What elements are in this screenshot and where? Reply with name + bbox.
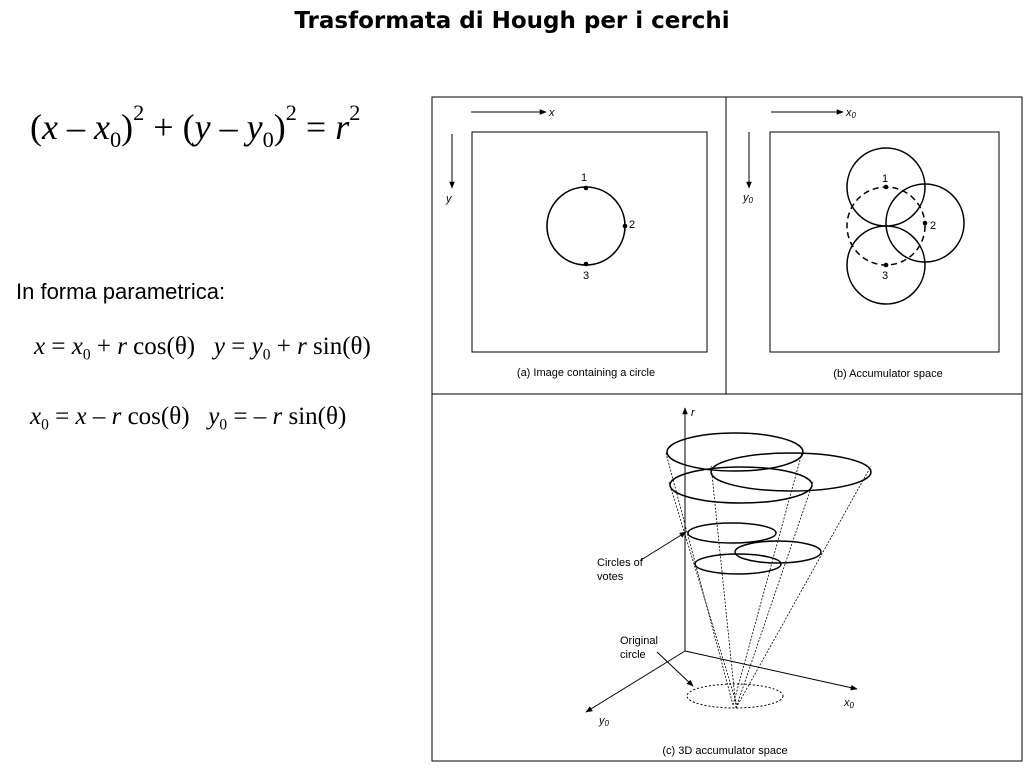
panel-b-x-label: x0	[845, 107, 857, 120]
panel-c: r x0 y0 Circles of votes Original circle	[585, 407, 872, 757]
panel-c-y0-axis	[585, 650, 686, 713]
panel-a-point-1	[583, 185, 589, 191]
panel-c-votes-pointer	[640, 531, 687, 561]
panel-a-caption: (a) Image containing a circle	[517, 367, 655, 379]
parametric-label: In forma parametrica:	[16, 279, 226, 304]
circle-equation: (x – x0)2 + (y – y0)2 = r2	[30, 100, 361, 152]
parametric-equation-1: x = x0 + r cos(θ) y = y0 + r sin(θ)	[34, 333, 371, 364]
panel-a-point-3	[583, 261, 589, 267]
panel-c-vote-circle-2	[734, 540, 822, 564]
panel-c-cone-top-1	[666, 432, 804, 472]
panel-b-point-label-1: 1	[882, 173, 888, 185]
panel-b-caption: (b) Accumulator space	[833, 368, 942, 380]
panel-b-vote-circle-3	[846, 225, 926, 305]
hough-figure: x y 1 2 3 (a) Image containing a circle …	[431, 96, 1023, 762]
panel-b: x0 y0 1 2 3 (b) Accumulator space	[742, 107, 1000, 380]
panel-c-x0-axis	[684, 650, 858, 691]
panel-a: x y 1 2 3 (a) Image containing a circle	[445, 107, 708, 379]
panel-c-original-circle	[686, 683, 784, 709]
panel-c-original-label-1: Original	[620, 635, 658, 647]
panel-b-point-label-2: 2	[930, 220, 936, 232]
figure-frame	[431, 96, 1023, 762]
panel-b-y-label: y0	[742, 192, 754, 205]
page-title: Trasformata di Hough per i cerchi	[294, 8, 730, 34]
panel-a-point-label-3: 3	[583, 270, 589, 282]
panel-b-point-2	[922, 220, 928, 226]
panel-a-point-label-2: 2	[629, 219, 635, 231]
panel-c-votes-label-2: votes	[597, 571, 624, 583]
panel-c-x0-label: x0	[843, 697, 855, 710]
panel-c-votes-label-1: Circles of	[597, 557, 644, 569]
panel-c-caption: (c) 3D accumulator space	[662, 745, 787, 757]
panel-b-point-3	[883, 262, 889, 268]
panel-b-point-1	[883, 184, 889, 190]
panel-a-x-label: x	[548, 107, 555, 119]
panel-b-accumulator-box	[769, 131, 1000, 353]
panel-c-cone-top-3	[669, 466, 813, 504]
panel-a-circle	[546, 186, 626, 266]
panel-c-cone-top-2	[710, 452, 872, 492]
panel-a-point-2	[622, 223, 628, 229]
panel-a-y-label: y	[445, 193, 453, 205]
panel-a-image-box	[471, 131, 708, 353]
panel-a-point-label-1: 1	[581, 172, 587, 184]
parametric-equation-2: x0 = x – r cos(θ) y0 = – r sin(θ)	[30, 403, 347, 434]
panel-b-point-label-3: 3	[882, 270, 888, 282]
panel-c-y0-label: y0	[598, 715, 610, 728]
panel-c-original-label-2: circle	[620, 649, 646, 661]
panel-c-vote-circle-3	[694, 553, 782, 575]
panel-c-r-label: r	[691, 407, 696, 419]
panel-c-vote-circle-1	[687, 522, 777, 544]
panel-c-original-pointer	[656, 651, 694, 687]
